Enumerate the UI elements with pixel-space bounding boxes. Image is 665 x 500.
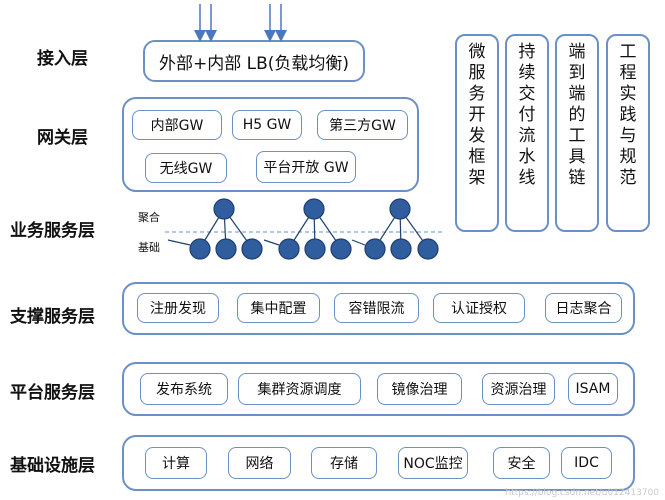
layer-label-access: 接入层 [37, 49, 88, 69]
service-tree-1 [167, 198, 263, 260]
platform-cluster-scheduling: 集群资源调度 [238, 373, 361, 405]
layer-label-gateway: 网关层 [37, 128, 88, 148]
base-node [278, 238, 300, 260]
support-service-discovery: 注册发现 [137, 293, 219, 323]
load-balancer-box: 外部+内部 LB(负载均衡) [143, 40, 365, 82]
gateway-wireless: 无线GW [145, 153, 227, 183]
infra-compute: 计算 [145, 447, 207, 479]
base-node [304, 238, 326, 260]
layer-label-platform: 平台服务层 [10, 383, 95, 403]
layer-label-business: 业务服务层 [10, 221, 95, 241]
aggregate-label: 聚合 [138, 211, 160, 224]
gateway-internal: 内部GW [132, 110, 222, 140]
side-panel-engineering-practice: 工程实践与规范 [606, 34, 650, 232]
gateway-platform-open: 平台开放 GW [256, 151, 356, 183]
gateway-h5: H5 GW [232, 110, 302, 140]
base-node [390, 238, 412, 260]
watermark: https://blog.csdn.net/u012413700 [505, 488, 659, 498]
base-node [215, 238, 237, 260]
platform-release-system: 发布系统 [140, 373, 228, 405]
infra-security: 安全 [493, 447, 550, 479]
platform-isam: ISAM [568, 373, 618, 405]
side-panel-toolchain: 端到端的工具链 [555, 34, 599, 232]
layer-label-support: 支撑服务层 [10, 307, 95, 327]
infra-idc: IDC [561, 447, 612, 479]
service-tree-2 [263, 198, 352, 260]
aggregate-node [389, 198, 411, 220]
base-node [417, 238, 439, 260]
platform-image-governance: 镜像治理 [377, 373, 462, 405]
input-arrows [194, 4, 287, 42]
base-label: 基础 [138, 241, 160, 254]
infra-noc-monitoring: NOC监控 [398, 447, 468, 479]
service-tree-3 [351, 198, 439, 260]
layer-label-infra: 基础设施层 [10, 456, 95, 476]
aggregate-node [213, 198, 235, 220]
gateway-third-party: 第三方GW [317, 110, 408, 140]
support-fault-tolerance: 容错限流 [334, 293, 419, 323]
support-auth: 认证授权 [433, 293, 525, 323]
infra-network: 网络 [228, 447, 291, 479]
side-panel-ci-cd-pipeline: 持续交付流水线 [505, 34, 549, 232]
infra-storage: 存储 [311, 447, 377, 479]
base-node [330, 238, 352, 260]
base-node [189, 238, 211, 260]
base-node [241, 238, 263, 260]
support-log-aggregation: 日志聚合 [545, 293, 622, 323]
base-node [364, 238, 386, 260]
platform-resource-governance: 资源治理 [482, 373, 555, 405]
aggregate-node [303, 198, 325, 220]
side-panel-microservice-framework: 微服务开发框架 [455, 34, 499, 232]
support-config-center: 集中配置 [237, 293, 320, 323]
